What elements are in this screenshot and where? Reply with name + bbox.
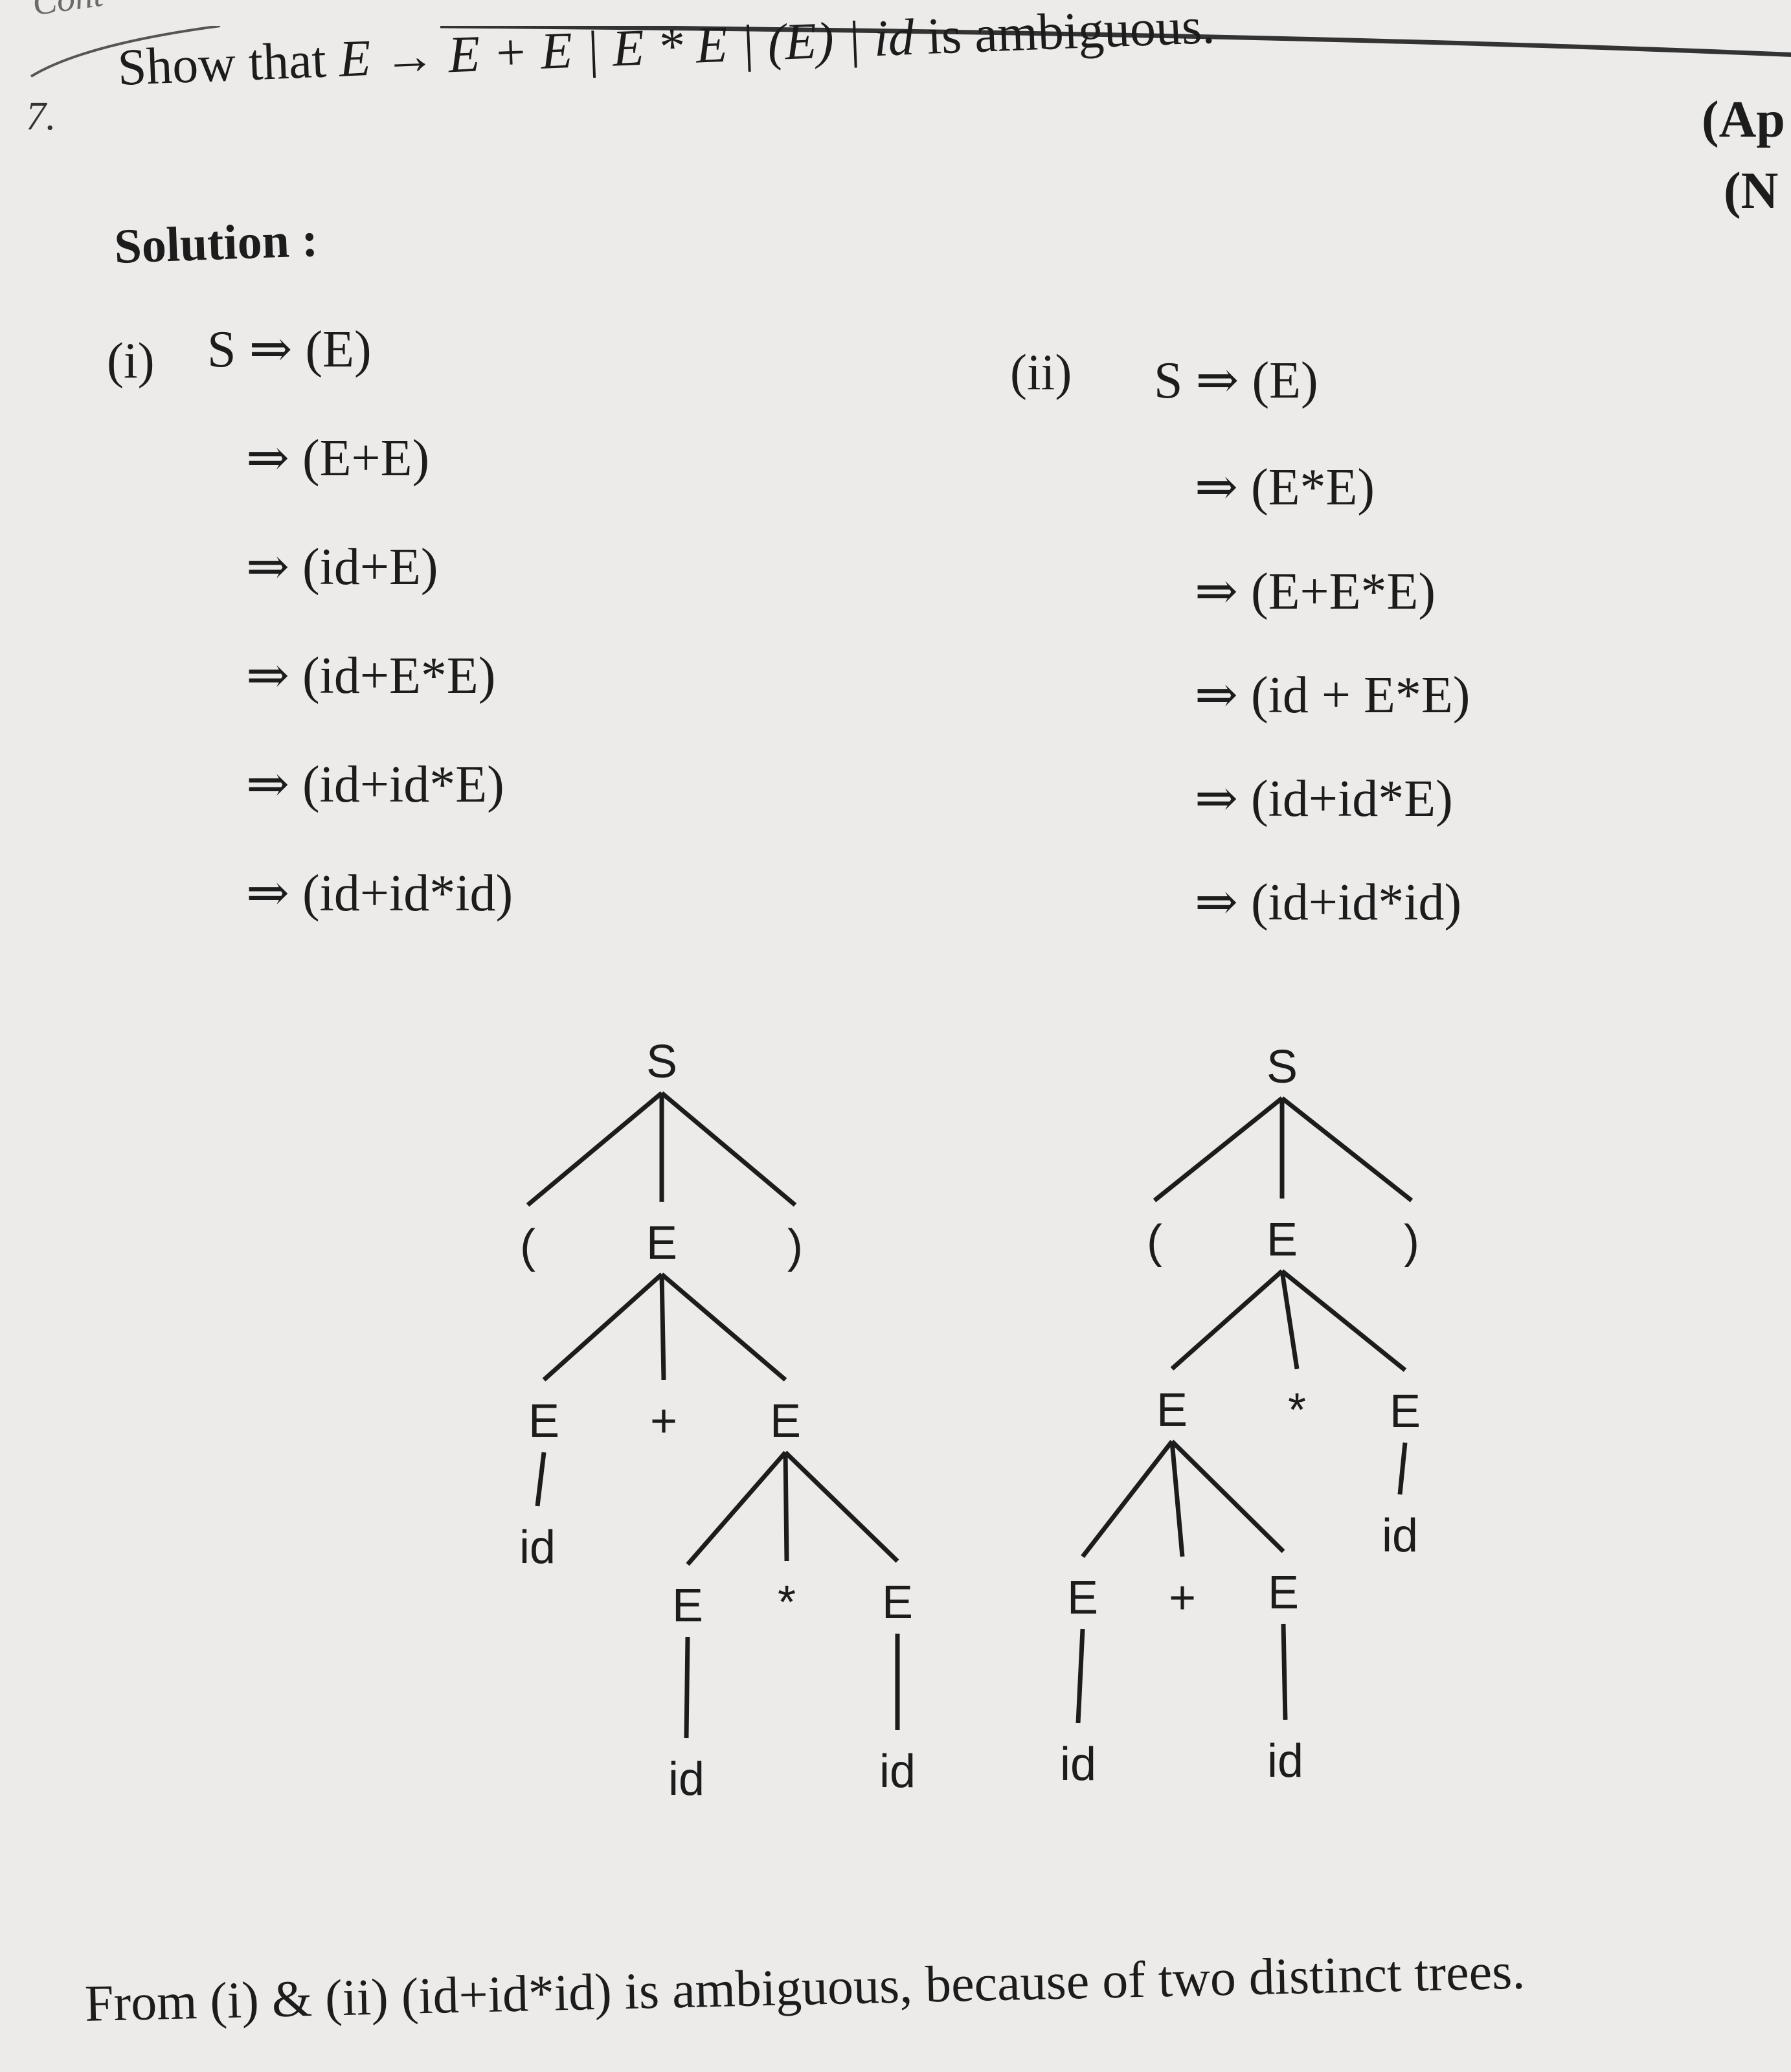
derivation-step: ⇒ (id+id*id) bbox=[246, 865, 513, 922]
tree-edge bbox=[1170, 1269, 1284, 1371]
derivation-step: ⇒ (E*E) bbox=[1195, 459, 1375, 516]
tree-node: * bbox=[778, 1577, 796, 1628]
derivation-start: S ⇒ (E) bbox=[1154, 352, 1318, 409]
derivation-step: ⇒ (E+E) bbox=[246, 430, 430, 487]
tree-edge bbox=[660, 1091, 797, 1207]
tree-edge bbox=[1170, 1439, 1285, 1553]
tree-edge bbox=[783, 1450, 899, 1563]
tree-node: E bbox=[528, 1395, 559, 1447]
header-rule bbox=[30, 26, 1791, 78]
tree-node: id bbox=[879, 1746, 916, 1797]
tree-node: ( bbox=[1147, 1216, 1162, 1268]
derivation-start: S ⇒ (E) bbox=[207, 321, 372, 378]
tree-node: * bbox=[1288, 1384, 1306, 1436]
tree-node: ) bbox=[787, 1221, 803, 1272]
tree-node: ( bbox=[520, 1221, 535, 1272]
tree-edge bbox=[684, 1636, 690, 1739]
tree-edge bbox=[1280, 1096, 1414, 1202]
tree-edge bbox=[1076, 1628, 1085, 1724]
tree-node: E bbox=[770, 1395, 801, 1447]
tree-node: E bbox=[1390, 1386, 1421, 1437]
tree-node: E bbox=[672, 1580, 703, 1632]
derivation-step: ⇒ (id + E*E) bbox=[1195, 667, 1470, 724]
tree-edge bbox=[660, 1272, 787, 1382]
tree-edge bbox=[1081, 1439, 1174, 1559]
tree-node: id bbox=[1060, 1739, 1096, 1790]
tree-edge bbox=[1153, 1096, 1284, 1202]
tree-node: S bbox=[1267, 1041, 1298, 1093]
tree-edge bbox=[526, 1091, 664, 1207]
derivation-step: ⇒ (id+id*E) bbox=[246, 756, 504, 813]
tree-edge bbox=[659, 1274, 666, 1380]
tree-node: + bbox=[1169, 1572, 1196, 1624]
tree-node: E bbox=[882, 1577, 913, 1628]
margin-tag: (Ap bbox=[1702, 91, 1785, 148]
tree-node: E bbox=[646, 1217, 677, 1269]
derivation-step: ⇒ (id+E*E) bbox=[246, 648, 496, 704]
tree-node: ) bbox=[1404, 1216, 1419, 1268]
tree-node: id bbox=[1267, 1735, 1303, 1787]
tree-edge bbox=[1397, 1442, 1408, 1495]
tree-node: id bbox=[668, 1753, 704, 1805]
tree-edge bbox=[1169, 1441, 1185, 1557]
tree-node: + bbox=[650, 1395, 677, 1447]
tree-node: E bbox=[1267, 1214, 1298, 1266]
tree-edge bbox=[686, 1450, 787, 1566]
question-number: 7. bbox=[26, 95, 56, 139]
tree-edge bbox=[783, 1452, 789, 1562]
tree-node: S bbox=[646, 1036, 677, 1088]
tree-edge bbox=[1279, 1270, 1300, 1369]
derivation-step: ⇒ (E+E*E) bbox=[1195, 563, 1436, 620]
derivation-label: (i) bbox=[107, 332, 155, 388]
tree-edge bbox=[542, 1272, 664, 1382]
derivation-step: ⇒ (id+id*E) bbox=[1195, 771, 1453, 828]
tree-node: E bbox=[1268, 1567, 1299, 1619]
derivation-label: (ii) bbox=[1010, 344, 1072, 400]
tree-node: E bbox=[1156, 1384, 1188, 1436]
derivation-step: ⇒ (id+E) bbox=[246, 539, 438, 596]
tree-edge bbox=[535, 1452, 546, 1507]
tree-node: E bbox=[1067, 1572, 1098, 1624]
tree-edge bbox=[1280, 1269, 1407, 1372]
derivation-step: ⇒ (id+id*id) bbox=[1195, 874, 1462, 931]
margin-tag: (N bbox=[1724, 163, 1779, 220]
tree-node: id bbox=[519, 1522, 556, 1573]
tree-edges bbox=[526, 1091, 1414, 1739]
tree-edge bbox=[1281, 1623, 1288, 1720]
tree-node: id bbox=[1382, 1510, 1418, 1562]
